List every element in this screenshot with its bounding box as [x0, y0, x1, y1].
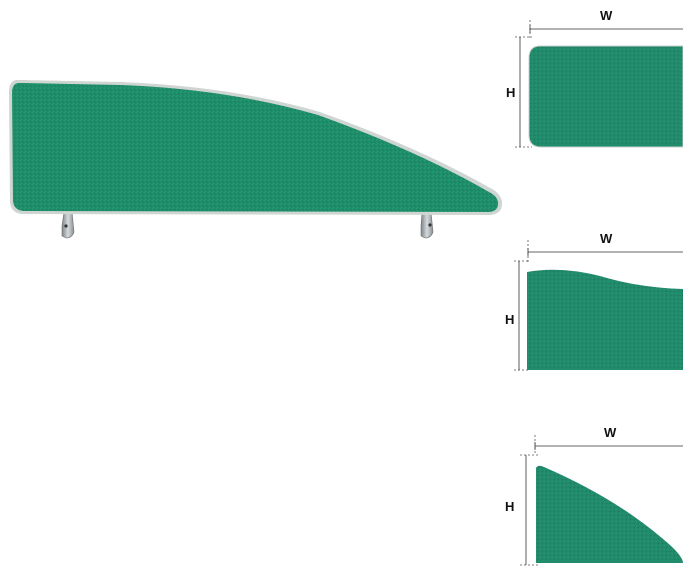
dimension-diagram-wave-top: W H	[505, 231, 683, 371]
height-label: H	[506, 85, 515, 100]
right-bracket	[420, 211, 434, 239]
height-label: H	[505, 312, 514, 327]
dimension-diagram-quarter-curve: W H	[505, 425, 683, 566]
height-label: H	[505, 499, 514, 514]
width-label: W	[604, 425, 617, 440]
width-label: W	[600, 231, 613, 246]
width-label: W	[600, 8, 613, 23]
left-bracket	[61, 211, 75, 239]
main-screen-panel	[9, 80, 503, 239]
dimension-diagram-rectangular: W H	[506, 8, 683, 148]
